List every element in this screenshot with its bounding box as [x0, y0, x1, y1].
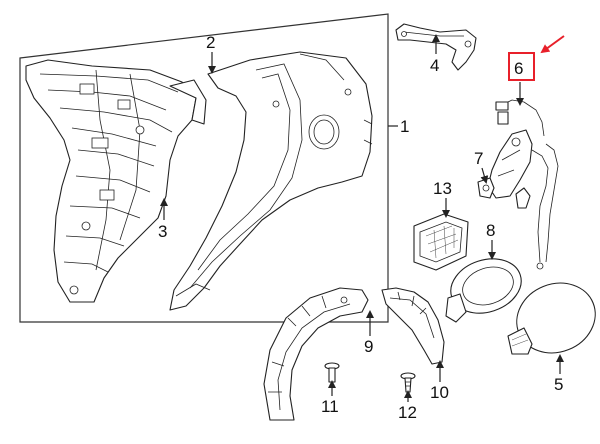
- callout-12: 12: [398, 403, 417, 422]
- screw-part-12: [400, 372, 416, 393]
- vent-grille-part-13: [413, 213, 469, 271]
- wiring-harness-part-6: [495, 99, 545, 137]
- highlight-arrow: [540, 35, 565, 54]
- callout-8: 8: [486, 221, 495, 240]
- inner-quarter-panel: [25, 59, 207, 303]
- wheelhouse-liner-part-9: [263, 287, 369, 421]
- callout-13: 13: [433, 179, 452, 198]
- push-pin-part-11: [324, 362, 340, 383]
- fuel-filler-housing-part-8: [445, 258, 522, 323]
- bracket-part-4: [395, 23, 477, 71]
- callout-5: 5: [554, 375, 563, 394]
- callout-6: 6: [514, 59, 523, 78]
- callout-2: 2: [206, 33, 215, 52]
- callout-1: 1: [400, 117, 409, 136]
- callout-11: 11: [321, 397, 339, 416]
- callout-10: 10: [430, 383, 449, 402]
- callout-9: 9: [364, 337, 373, 356]
- outer-quarter-panel: [169, 51, 373, 311]
- leader-7: [480, 167, 489, 184]
- callout-7: 7: [474, 149, 483, 168]
- fuel-door-part-5: [507, 282, 596, 355]
- callout-4: 4: [430, 56, 439, 75]
- assembly-frame: [19, 13, 389, 323]
- callout-6-highlight-box: [508, 52, 535, 81]
- splash-shield-part-10: [381, 287, 445, 365]
- fuel-door-actuator: [487, 129, 559, 270]
- callout-3: 3: [158, 222, 167, 241]
